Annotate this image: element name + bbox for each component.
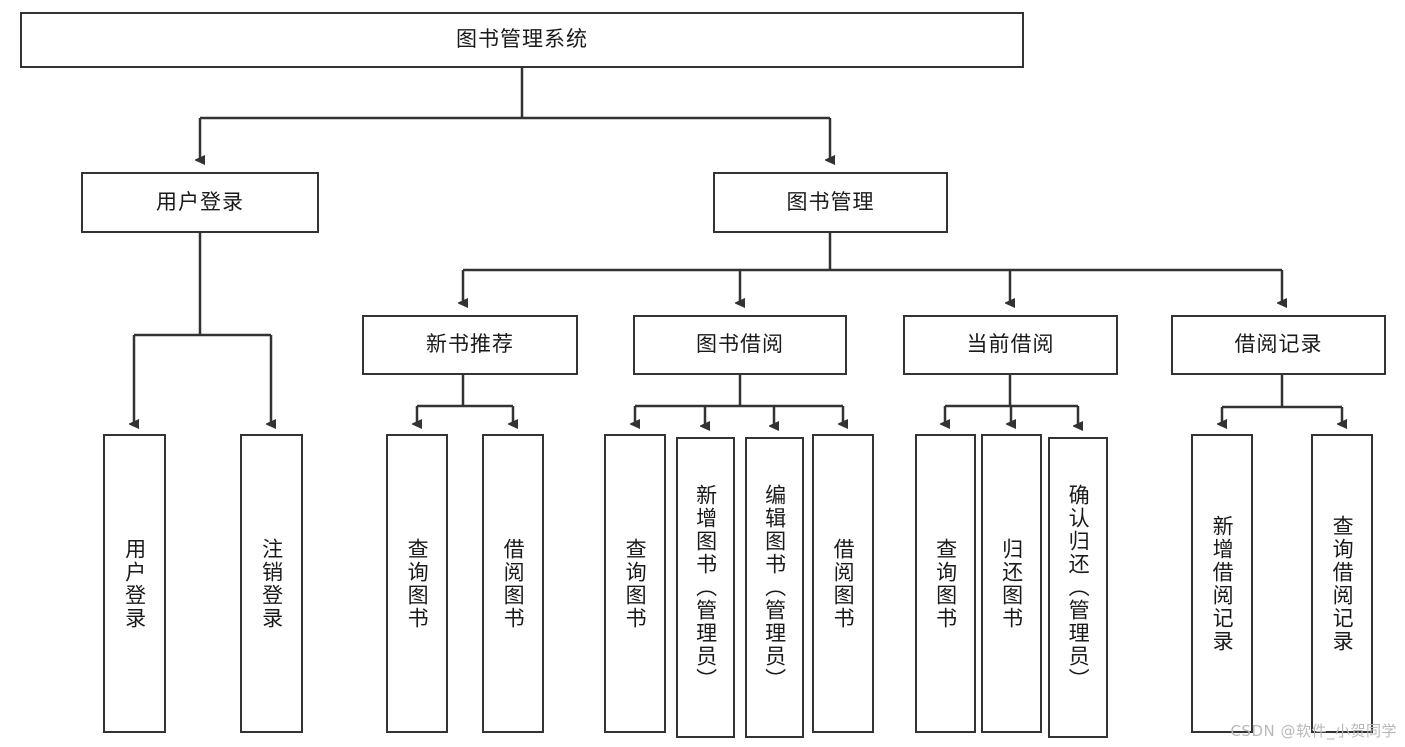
node-label: 编辑图书（管理员）: [762, 484, 787, 691]
node-leaf-add-borrow-record[interactable]: 新增借阅记录: [1191, 434, 1253, 733]
node-label: 借阅记录: [1234, 332, 1323, 357]
node-leaf-user-logout[interactable]: 注销登录: [240, 434, 303, 733]
node-leaf-user-login[interactable]: 用户登录: [103, 434, 166, 733]
watermark-text: CSDN @软件_小贺同学: [1230, 722, 1397, 740]
node-leaf-add-book-admin[interactable]: 新增图书（管理员）: [676, 437, 735, 738]
node-leaf-return-book[interactable]: 归还图书: [981, 434, 1042, 733]
node-leaf-confirm-return-admin[interactable]: 确认归还（管理员）: [1048, 437, 1108, 738]
node-label: 查询图书: [405, 537, 430, 630]
node-label: 当前借阅: [966, 332, 1055, 357]
node-label: 用户登录: [156, 189, 244, 214]
node-user-login[interactable]: 用户登录: [81, 172, 319, 233]
node-label: 查询借阅记录: [1330, 514, 1355, 653]
node-label: 用户登录: [122, 537, 147, 630]
node-leaf-borrow-book[interactable]: 借阅图书: [812, 434, 874, 733]
node-label: 借阅图书: [831, 537, 856, 630]
node-leaf-query-book-borrow[interactable]: 查询图书: [604, 434, 666, 733]
node-label: 图书借阅: [696, 332, 784, 357]
node-label: 确认归还（管理员）: [1066, 484, 1091, 691]
node-label: 新增图书（管理员）: [693, 484, 718, 691]
node-leaf-query-book-current[interactable]: 查询图书: [915, 434, 976, 733]
node-label: 查询图书: [933, 537, 958, 630]
node-book-management[interactable]: 图书管理: [713, 172, 948, 233]
node-current-borrow[interactable]: 当前借阅: [903, 315, 1118, 375]
node-label: 注销登录: [259, 537, 284, 630]
node-leaf-edit-book-admin[interactable]: 编辑图书（管理员）: [745, 437, 804, 738]
node-new-book-recommend[interactable]: 新书推荐: [362, 315, 578, 375]
node-leaf-borrow-book-recommend[interactable]: 借阅图书: [482, 434, 544, 733]
node-label: 归还图书: [999, 537, 1024, 630]
node-label: 借阅图书: [501, 537, 526, 630]
node-label: 图书管理系统: [456, 27, 588, 52]
node-label: 图书管理: [786, 189, 875, 214]
node-label: 新书推荐: [426, 332, 514, 357]
node-leaf-query-book-recommend[interactable]: 查询图书: [386, 434, 448, 733]
node-root-book-management-system[interactable]: 图书管理系统: [20, 12, 1024, 68]
node-label: 查询图书: [623, 537, 648, 630]
node-label: 新增借阅记录: [1210, 514, 1235, 653]
node-borrow-record[interactable]: 借阅记录: [1171, 315, 1386, 375]
node-book-borrow[interactable]: 图书借阅: [633, 315, 847, 375]
node-leaf-query-borrow-record[interactable]: 查询借阅记录: [1311, 434, 1373, 733]
